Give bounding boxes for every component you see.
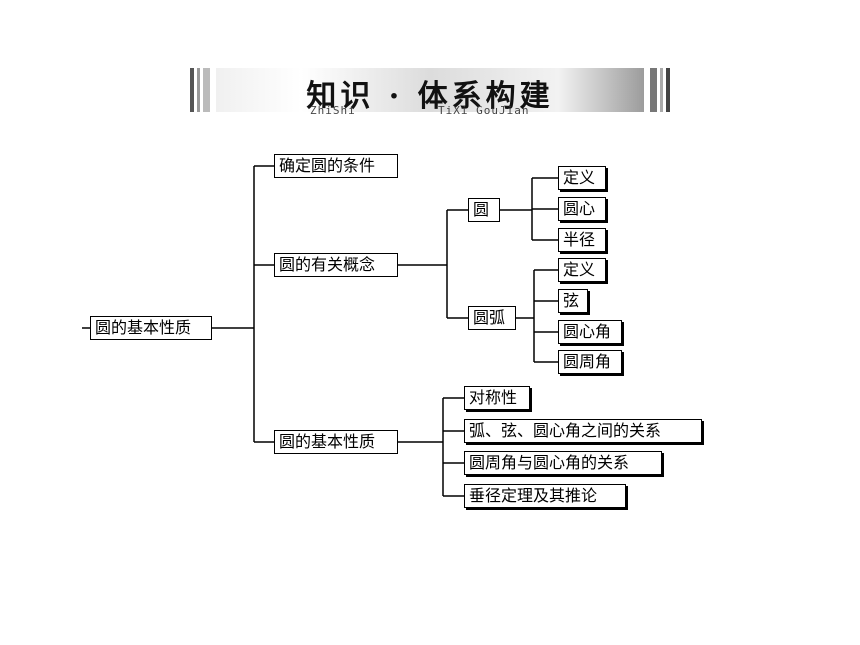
banner-gradient bbox=[216, 68, 644, 112]
node-circle-center: 圆心 bbox=[558, 197, 606, 221]
node-inscribed-central-relation: 圆周角与圆心角的关系 bbox=[464, 451, 662, 475]
node-central-angle: 圆心角 bbox=[558, 320, 622, 344]
node-circle-concepts: 圆的有关概念 bbox=[274, 253, 398, 277]
node-chord: 弦 bbox=[558, 289, 588, 313]
node-arc-chord-angle-relation: 弧、弦、圆心角之间的关系 bbox=[464, 419, 702, 443]
node-determine-circle: 确定圆的条件 bbox=[274, 154, 398, 178]
node-perpendicular-diameter-theorem: 垂径定理及其推论 bbox=[464, 484, 626, 508]
root-node: 圆的基本性质 bbox=[90, 316, 212, 340]
banner-pinyin-left: ZhiShi bbox=[310, 104, 356, 117]
node-circle-definition: 定义 bbox=[558, 166, 606, 190]
node-arc: 圆弧 bbox=[468, 306, 516, 330]
banner-stripe bbox=[190, 68, 194, 112]
banner-stripe bbox=[197, 68, 200, 112]
banner-pinyin-right: TiXi GouJian bbox=[438, 104, 530, 117]
banner-stripe bbox=[666, 68, 670, 112]
banner-stripe bbox=[650, 68, 657, 112]
node-symmetry: 对称性 bbox=[464, 386, 530, 410]
node-inscribed-angle: 圆周角 bbox=[558, 350, 622, 374]
banner-stripe bbox=[203, 68, 210, 112]
banner-stripe bbox=[660, 68, 663, 112]
banner-title: 知识 · 体系构建 bbox=[306, 79, 554, 114]
node-circle: 圆 bbox=[468, 198, 500, 222]
section-banner: 知识 · 体系构建 ZhiShi TiXi GouJian bbox=[190, 68, 670, 117]
node-circle-radius: 半径 bbox=[558, 228, 606, 252]
node-arc-definition: 定义 bbox=[558, 258, 606, 282]
node-circle-properties: 圆的基本性质 bbox=[274, 430, 398, 454]
